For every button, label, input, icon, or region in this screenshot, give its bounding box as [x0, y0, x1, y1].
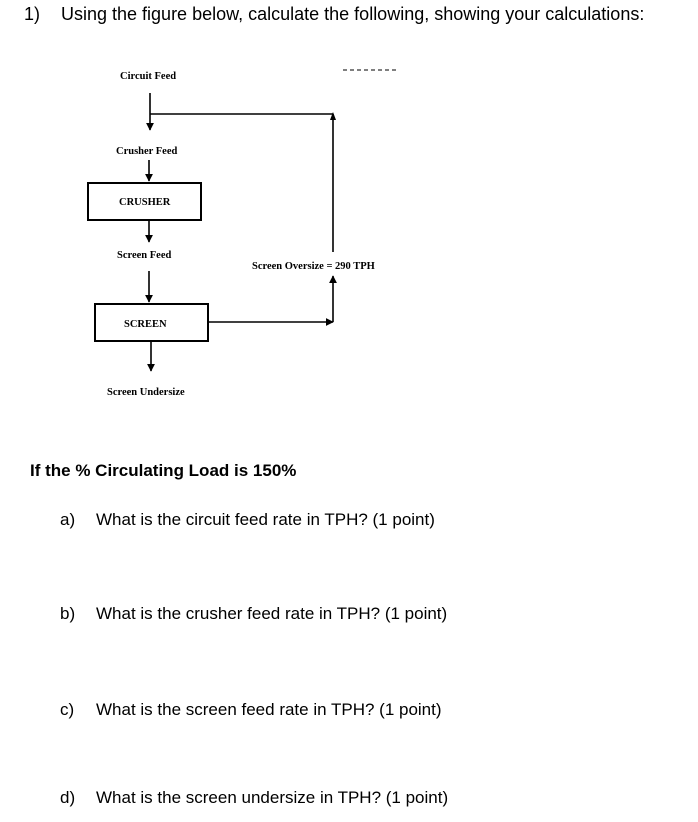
subquestion-text: What is the crusher feed rate in TPH? (1… — [96, 604, 448, 623]
subquestion-letter: a) — [60, 510, 76, 529]
subquestion-a: a) What is the circuit feed rate in TPH? … — [60, 510, 435, 530]
subquestion-letter: d) — [60, 788, 76, 807]
oversize-riser-arrowhead — [330, 112, 336, 120]
crusher-feed-label: Crusher Feed — [116, 146, 177, 157]
screen-oversize-label: Screen Oversize = 290 TPH — [252, 261, 375, 272]
screen-label: SCREEN — [124, 319, 167, 330]
circuit-feed-label: Circuit Feed — [120, 71, 176, 82]
subquestion-text: What is the screen feed rate in TPH? (1 … — [96, 700, 442, 719]
screen-feed-label: Screen Feed — [117, 250, 171, 261]
question-number: 1) — [24, 4, 41, 24]
subquestion-c: c) What is the screen feed rate in TPH? (… — [60, 700, 442, 720]
subquestion-letter: c) — [60, 700, 75, 719]
crusher-box — [87, 182, 202, 221]
question-header: 1) Using the figure below, calculate the … — [24, 4, 644, 25]
question-text: Using the figure below, calculate the fo… — [61, 4, 645, 24]
circulating-load-condition: If the % Circulating Load is 150% — [30, 461, 297, 480]
crusher-label: CRUSHER — [119, 197, 171, 208]
flow-diagram: Circuit Feed Crusher Feed CRUSHER Screen… — [87, 69, 397, 398]
subquestion-d: d) What is the screen undersize in TPH? (… — [60, 788, 448, 808]
screen-undersize-label: Screen Undersize — [107, 387, 185, 398]
subquestion-b: b) What is the crusher feed rate in TPH? … — [60, 604, 447, 624]
subquestion-letter: b) — [60, 604, 76, 623]
subquestion-text: What is the circuit feed rate in TPH? (1… — [96, 510, 435, 529]
subquestion-text: What is the screen undersize in TPH? (1 … — [96, 788, 449, 807]
